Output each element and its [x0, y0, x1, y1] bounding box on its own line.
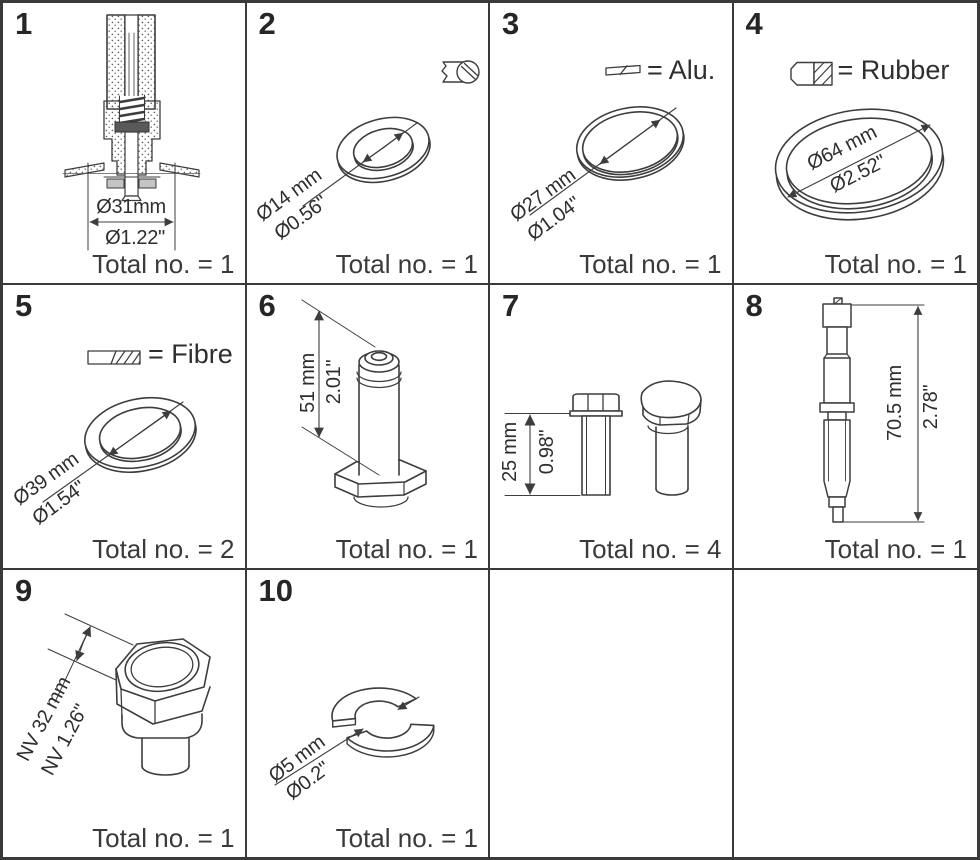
dimension-mm: Ø31mm: [96, 196, 166, 218]
dimension-mm: 70.5 mm: [883, 365, 906, 441]
material-section-icon: [440, 60, 480, 84]
panel-empty-11: [490, 570, 734, 857]
material-section-icon: [789, 61, 833, 86]
panel-9: 9 NV 32 mm NV 1.26" Total no. = 1: [3, 570, 247, 857]
panel-number: 10: [258, 573, 293, 608]
panel-2: 2 Ø14 mm Ø0.56" Total no. = 1: [246, 3, 490, 285]
total-count: Total no. = 1: [92, 249, 235, 279]
total-count: Total no. = 4: [579, 534, 722, 564]
dimension-inch: 0.98": [536, 429, 558, 475]
alu-ring-drawing: [529, 64, 685, 216]
panel-5: 5 = Fibre Ø39 mm Ø1.54" Total no. = 2: [3, 285, 247, 570]
panel-1: 1 Ø31mm Ø1.22" Total no. = 1: [3, 3, 247, 285]
dimension-inch: 2.01": [322, 359, 345, 405]
hex-plug-drawing: [47, 613, 211, 776]
total-count: Total no. = 1: [335, 249, 478, 279]
material-section-icon: [605, 64, 641, 76]
panel-number: 4: [745, 6, 763, 41]
total-count: Total no. = 1: [92, 823, 235, 853]
dimension-inch: 2.78": [919, 384, 942, 430]
panel-number: 1: [15, 6, 33, 41]
fibre-washer-drawing: [42, 350, 197, 503]
panel-number: 5: [15, 288, 33, 323]
material-section-icon: [87, 350, 141, 365]
total-count: Total no. = 1: [824, 249, 967, 279]
panel-number: 8: [745, 288, 763, 323]
dimension-inch: Ø1.22": [105, 227, 165, 249]
dimension-mm: 51 mm: [296, 353, 319, 413]
armature-tube-drawing: [301, 299, 427, 508]
total-count: Total no. = 2: [92, 534, 235, 564]
panel-7: 7 25 mm 0.98" Total no. = 4: [490, 285, 734, 570]
material-legend: = Alu.: [647, 55, 716, 85]
panel-number: 3: [502, 6, 520, 41]
panel-number: 2: [258, 6, 276, 41]
total-count: Total no. = 1: [824, 534, 967, 564]
steel-washer-drawing: [301, 60, 480, 207]
dimension-mm: 25 mm: [499, 422, 521, 482]
panel-8: 8 70.5 mm 2.78" Total no. = 1: [733, 285, 977, 570]
panel-6: 6 51 mm 2.01" Total no. = 1: [246, 285, 490, 570]
total-count: Total no. = 1: [335, 823, 478, 853]
armature-plunger-drawing: [818, 297, 924, 523]
split-washer-drawing: [273, 687, 435, 786]
panel-number: 6: [258, 288, 276, 323]
panel-10: 10 Ø5 mm Ø0.2" Total no. = 1: [247, 570, 490, 857]
panel-3: 3 = Alu. Ø27 mm Ø1.04" Total no. = 1: [490, 3, 734, 285]
panel-number: 7: [502, 288, 520, 323]
material-legend: = Rubber: [837, 55, 950, 85]
hex-bolts-drawing: [504, 380, 702, 496]
total-count: Total no. = 1: [579, 249, 722, 279]
panel-4: 4 = Rubber Ø64 mm Ø2.52" Total no. = 1: [733, 3, 977, 285]
total-count: Total no. = 1: [335, 534, 478, 564]
material-legend: = Fibre: [148, 339, 233, 369]
rubber-oring-drawing: [774, 61, 944, 221]
panel-number: 9: [15, 573, 33, 608]
panel-empty-12: [734, 570, 978, 857]
valve-cross-section-drawing: [62, 14, 201, 251]
